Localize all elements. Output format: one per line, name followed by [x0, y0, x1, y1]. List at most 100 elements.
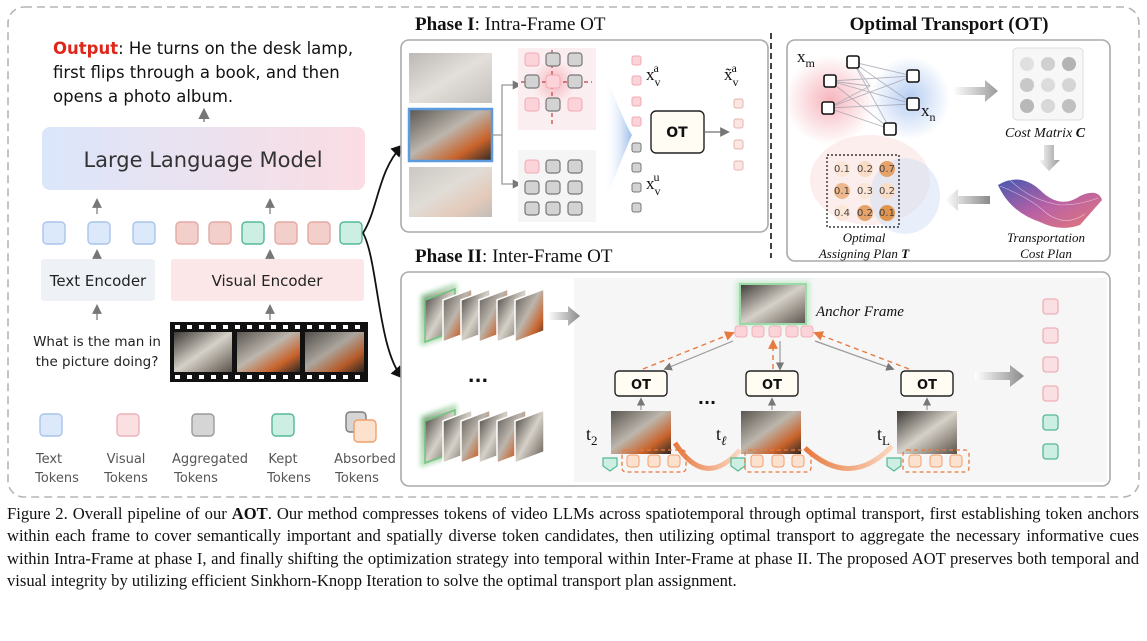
label-tL: tL [877, 424, 890, 448]
legend-label: Aggregated [172, 452, 248, 467]
output-label: Output [53, 39, 118, 58]
text-encoder-label: Text Encoder [49, 272, 147, 290]
phase1-token-column [631, 55, 642, 213]
anchor-frame-label: Anchor Frame [815, 304, 904, 320]
phase2-title-bold: Phase II [415, 246, 482, 267]
label-t2: t2 [586, 424, 598, 448]
legend-swatch-visual [116, 413, 140, 437]
llm-input-tokens [42, 221, 363, 245]
phase2-output-arrow [975, 365, 1024, 387]
visual-encoder-label: Visual Encoder [212, 272, 324, 290]
arrow-to-phase2 [362, 232, 404, 379]
legend-swatch-aggregated [191, 413, 215, 437]
frame-token-group-3 [886, 449, 970, 473]
film-frame-1 [174, 332, 232, 372]
arrow-to-phase1 [362, 144, 404, 234]
arrow-to-transport [1038, 145, 1060, 171]
arrow-to-plan [945, 189, 990, 211]
token-legend: Text Tokens Visual Tokens Aggregated Tok… [34, 411, 396, 486]
visual-token [208, 221, 232, 245]
output-line-1: He turns on the desk lamp, [129, 39, 353, 58]
output-line-2: first flips through a book, and then [53, 63, 340, 82]
visual-token [307, 221, 331, 245]
dashed-arrow-ot3 [813, 331, 910, 370]
transport-label-line1: Transportation [1007, 230, 1085, 245]
kept-token [339, 221, 363, 245]
orange-arc-2 [803, 444, 894, 471]
plan-label-line1: Optimal [843, 230, 886, 245]
legend-label: Visual [107, 452, 146, 467]
video-film-strip [170, 322, 368, 382]
frame-stack-top [420, 282, 545, 347]
frame-stack-bottom [420, 403, 545, 468]
phase1-bottom-grid [518, 150, 596, 222]
caption-method-name: AOT [231, 504, 268, 523]
legend-swatch-kept [271, 413, 295, 437]
visual-encoder-box [171, 259, 364, 301]
visual-token [274, 221, 298, 245]
phase1-ot-label: OT [666, 125, 688, 141]
label-xn: xn [921, 101, 936, 124]
legend-label: Text [35, 452, 62, 467]
matrix-value: 0.2 [857, 208, 873, 219]
orange-arc-1 [672, 441, 742, 471]
phase2-ot-box-1 [614, 370, 668, 397]
question-line-1: What is the man in [33, 334, 161, 350]
llm-box [42, 127, 365, 190]
frame-tl [741, 411, 801, 454]
legend-swatch-absorbed [353, 419, 377, 443]
film-frame-3 [305, 332, 364, 372]
phase1-frames [407, 53, 494, 217]
cost-matrix [1012, 47, 1084, 121]
text-token [87, 221, 111, 245]
phase2-title-rest: : Inter-Frame OT [482, 246, 613, 267]
cost-matrix-label: Cost Matrix C [1005, 126, 1086, 141]
phase1-title: Phase I: Intra-Frame OT [415, 14, 606, 35]
legend-swatch-text [39, 413, 63, 437]
matrix-value: 0.1 [834, 164, 850, 175]
output-colon: : [118, 39, 129, 58]
phase2-output-tokens [1042, 298, 1059, 460]
phase2-ellipsis-mid: ... [698, 389, 716, 408]
legend-label: Tokens [334, 471, 379, 486]
visual-token [175, 221, 199, 245]
legend-label: Tokens [266, 471, 311, 486]
frame-t2 [611, 411, 671, 454]
bipartite-graph [785, 55, 950, 145]
branch-up [492, 80, 522, 136]
film-frame-2 [237, 332, 300, 372]
label-xa: xva [646, 61, 661, 89]
matrix-value: 0.2 [879, 186, 895, 197]
legend-label: Absorbed [334, 452, 396, 467]
text-token [132, 221, 156, 245]
figure-caption: Figure 2. Overall pipeline of our AOT. O… [7, 503, 1139, 592]
matrix-value: 0.4 [834, 208, 850, 219]
output-line-3: opens a photo album. [53, 87, 233, 106]
frame-thumb-selected [407, 107, 494, 163]
matrix-value: 0.7 [879, 164, 895, 175]
ot-panel-title: Optimal Transport (OT) [850, 14, 1049, 35]
legend-label: Tokens [103, 471, 148, 486]
legend-label: Kept [268, 452, 297, 467]
solid-arrow-to-ot1 [663, 340, 734, 371]
legend-label: Tokens [34, 471, 79, 486]
phase2-ellipsis-left: ... [468, 366, 489, 387]
outer-dashed-frame [7, 6, 1140, 498]
matrix-value: 0.1 [834, 186, 850, 197]
label-xtilde: x̃va [724, 61, 739, 89]
legend-label: Tokens [173, 471, 218, 486]
phase1-ot-box [650, 110, 705, 154]
solid-arrow-to-ot3 [814, 340, 895, 371]
branch-down [501, 135, 522, 189]
phase1-top-grid [518, 48, 596, 130]
label-xu: xvu [646, 170, 661, 198]
phase2-ot-label: OT [631, 378, 651, 393]
matrix-value: 0.1 [879, 208, 895, 219]
label-xm: xm [797, 47, 816, 70]
kept-token [241, 221, 265, 245]
caption-text: . Our method compresses tokens of video … [7, 504, 1139, 590]
phase2-title: Phase II: Inter-Frame OT [415, 246, 613, 267]
phase2-ot-box-3 [900, 370, 954, 397]
matrix-value: 0.2 [857, 164, 873, 175]
transport-label-line2: Cost Plan [1020, 246, 1072, 261]
